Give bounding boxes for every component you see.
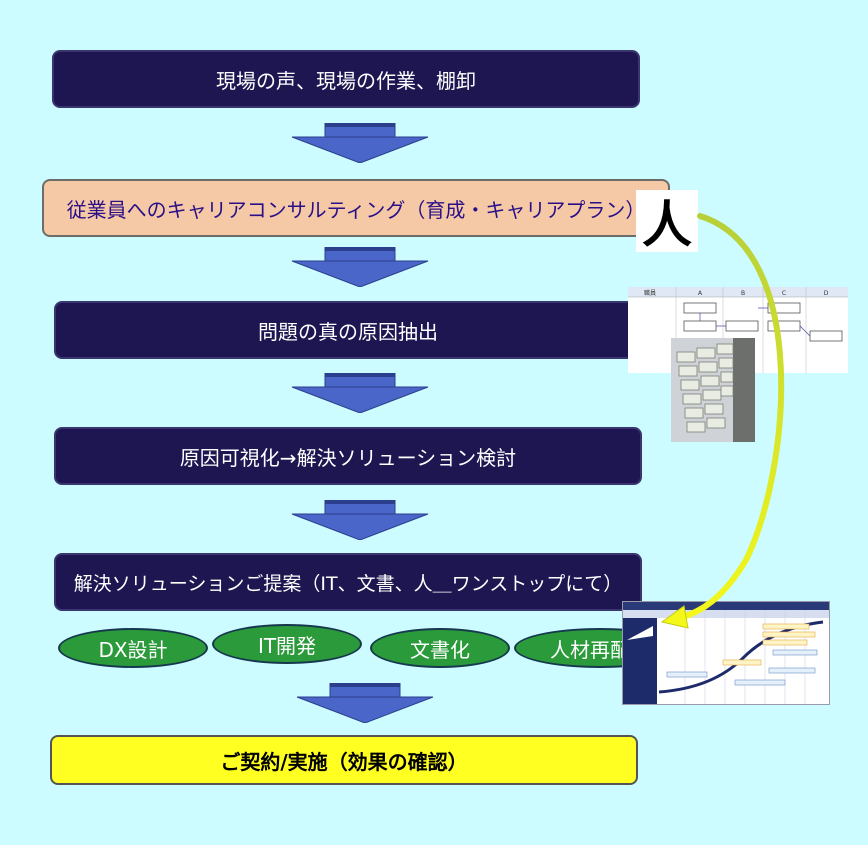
step-visualize-label: 原因可視化→解決ソリューション検討 bbox=[179, 445, 517, 470]
step-root-cause-box: 問題の真の原因抽出 bbox=[54, 301, 642, 359]
down-arrow-5 bbox=[296, 683, 434, 723]
stacked-boxes-image bbox=[671, 338, 755, 442]
down-arrow-1 bbox=[291, 123, 429, 163]
step-career-consulting-box: 従業員へのキャリアコンサルティング（育成・キャリアプラン） bbox=[42, 179, 670, 237]
service-documentation-label: 文書化 bbox=[410, 637, 470, 662]
service-dx-design-label: DX設計 bbox=[98, 637, 168, 662]
down-arrow-2 bbox=[291, 247, 429, 287]
step-current-state-box: 現場の声、現場の作業、棚卸 bbox=[52, 50, 640, 108]
roadmap-thumbnail bbox=[622, 601, 830, 705]
step-career-consulting-label: 従業員へのキャリアコンサルティング（育成・キャリアプラン） bbox=[66, 197, 646, 222]
step-proposal-label: 解決ソリューションご提案（IT、文書、人＿ワンストップにて） bbox=[73, 572, 623, 595]
service-it-development-label: IT開発 bbox=[257, 633, 317, 658]
stacked-boxes-graphic bbox=[671, 338, 755, 442]
flowchart-header-3: C bbox=[782, 290, 786, 297]
flowchart-header-2: B bbox=[741, 290, 745, 297]
step-visualize-box: 原因可視化→解決ソリューション検討 bbox=[54, 427, 642, 485]
flowchart-header-4: D bbox=[824, 290, 829, 297]
roadmap-chart bbox=[623, 602, 829, 704]
step-proposal-box: 解決ソリューションご提案（IT、文書、人＿ワンストップにて） bbox=[54, 553, 642, 611]
flowchart-header-1: A bbox=[698, 290, 703, 297]
flowchart-diagram: 職員 A B C D bbox=[628, 287, 848, 373]
kanji-person-image: 人 bbox=[636, 190, 698, 254]
service-it-development-pill: IT開発 bbox=[212, 624, 362, 664]
down-arrow-4 bbox=[291, 500, 429, 540]
step-contract-label: ご契約/実施（効果の確認） bbox=[220, 749, 468, 774]
step-contract-box: ご契約/実施（効果の確認） bbox=[50, 735, 638, 785]
flowchart-header-0: 職員 bbox=[644, 289, 656, 297]
service-dx-design-pill: DX設計 bbox=[58, 628, 208, 668]
down-arrow-3 bbox=[291, 373, 429, 413]
service-documentation-pill: 文書化 bbox=[370, 628, 510, 668]
step-current-state-label: 現場の声、現場の作業、棚卸 bbox=[216, 68, 476, 93]
step-root-cause-label: 問題の真の原因抽出 bbox=[258, 319, 438, 344]
